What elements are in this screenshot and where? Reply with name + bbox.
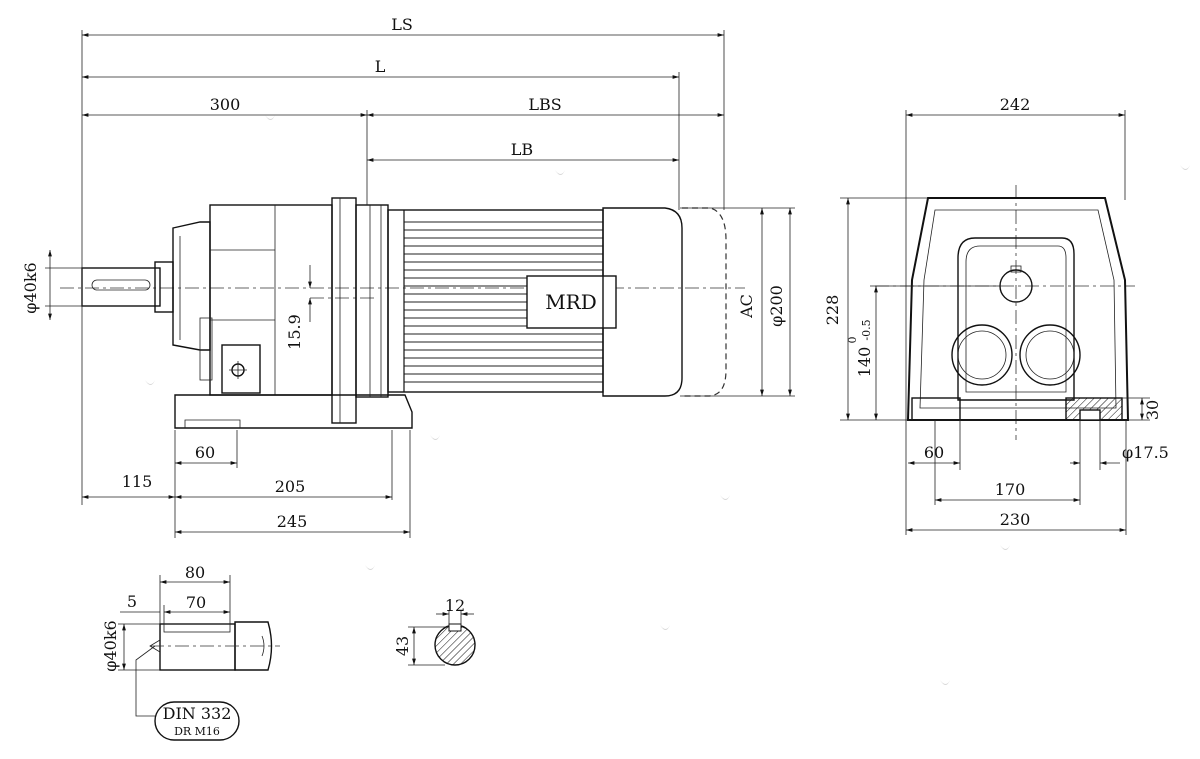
dim-ls: LS xyxy=(391,15,413,34)
dim-115: 115 xyxy=(122,472,153,491)
dim-lbs: LBS xyxy=(528,95,561,114)
foot-base xyxy=(174,394,413,429)
dim-228: 228 xyxy=(823,295,842,326)
end-view-housing xyxy=(906,197,1130,421)
gearbox-front-cover xyxy=(172,221,211,351)
motor-label: MRD xyxy=(545,290,597,314)
fan-cover xyxy=(602,207,683,397)
dim-shaft-diameter: φ40k6 xyxy=(21,262,40,313)
dim-140: 140 xyxy=(855,347,874,378)
tol-upper: 0 xyxy=(846,337,859,344)
dim-205: 205 xyxy=(275,477,306,496)
dim-70: 70 xyxy=(186,593,206,612)
dim-detail-shaft: φ40k6 xyxy=(101,620,120,671)
center-hole-callout xyxy=(154,701,240,741)
optional-brake-outline xyxy=(682,207,727,397)
dim-30: 30 xyxy=(1143,400,1162,420)
side-view: MRD LS L 300 LBS LB φ40k6 xyxy=(21,15,795,538)
end-view: 242 228 140 0 -0.5 30 60 φ17.5 170 230 xyxy=(823,95,1169,535)
dim-key-12: 12 xyxy=(445,596,465,615)
watermark-marks xyxy=(145,115,1190,685)
dim-key-43: 43 xyxy=(393,636,412,656)
dim-5: 5 xyxy=(127,592,137,611)
dim-242: 242 xyxy=(1000,95,1031,114)
shaft-detail: 80 5 70 φ40k6 DIN 332 DR M16 xyxy=(101,563,280,741)
gearbox-housing xyxy=(209,204,333,396)
dim-15-9: 15.9 xyxy=(285,314,304,350)
dim-300: 300 xyxy=(210,95,241,114)
dim-phi200: φ200 xyxy=(767,285,786,327)
dim-170: 170 xyxy=(995,480,1026,499)
callout-line1: DIN 332 xyxy=(163,704,232,723)
dim-ac: AC xyxy=(737,294,756,319)
left-gear-circle xyxy=(951,324,1013,386)
dim-80: 80 xyxy=(185,563,205,582)
adapter-flange xyxy=(331,197,357,424)
tol-lower: -0.5 xyxy=(860,319,873,340)
key-section: 12 43 xyxy=(393,596,476,666)
dim-60: 60 xyxy=(195,443,215,462)
nameplate xyxy=(526,275,617,329)
right-gear-circle xyxy=(1019,324,1081,386)
dim-hole-diameter: φ17.5 xyxy=(1122,443,1169,462)
dim-end-60: 60 xyxy=(924,443,944,462)
dim-lb: LB xyxy=(511,140,533,159)
dim-245: 245 xyxy=(277,512,308,531)
shaft-detail-body xyxy=(159,623,236,671)
callout-line2: DR M16 xyxy=(174,725,220,738)
dim-l: L xyxy=(375,57,386,76)
dim-230: 230 xyxy=(1000,510,1031,529)
output-shaft xyxy=(81,267,161,307)
